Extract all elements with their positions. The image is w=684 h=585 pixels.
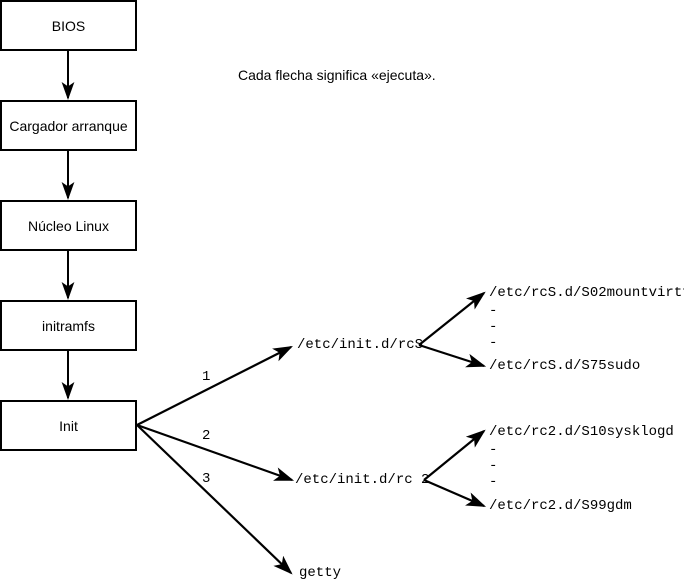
box-kernel-label: Núcleo Linux: [28, 217, 109, 234]
arrow-rc2-to-first-script: [423, 429, 486, 481]
rc2-ellipsis-dash-2: -: [489, 458, 498, 474]
box-initramfs: initramfs: [0, 300, 137, 351]
arrow-init-to-getty: [136, 424, 293, 575]
label-rc2-first-script: /etc/rc2.d/S10sysklogd: [489, 424, 674, 440]
label-rc2-last-script: /etc/rc2.d/S99gdm: [489, 498, 632, 514]
label-init-d-rcs: /etc/init.d/rcS: [297, 337, 424, 353]
box-bootloader: Cargador arranque: [0, 100, 137, 151]
box-initramfs-label: initramfs: [42, 317, 95, 334]
box-bios-label: BIOS: [51, 17, 86, 34]
box-bootloader-label: Cargador arranque: [9, 117, 128, 134]
arrow-rcs-to-first-script: [418, 291, 486, 346]
branch-number-3: 3: [202, 471, 211, 487]
box-init: Init: [0, 400, 137, 451]
arrow-rcs-to-last-script: [418, 343, 487, 368]
box-bios: BIOS: [0, 0, 137, 51]
rc2-ellipsis-dash-3: -: [489, 474, 498, 490]
rc2-ellipsis-dash-1: -: [489, 442, 498, 458]
branch-number-2: 2: [202, 428, 211, 444]
rcs-ellipsis-dash-1: -: [489, 303, 498, 319]
arrow-rc2-to-last-script: [423, 478, 487, 508]
arrow-init-to-rc2: [136, 423, 295, 482]
box-kernel: Núcleo Linux: [0, 200, 137, 251]
label-rcs-first-script: /etc/rcS.d/S02mountvirtfs: [489, 285, 684, 301]
arrow-init-to-rcs: [136, 346, 293, 426]
label-getty: getty: [299, 565, 342, 581]
box-init-label: Init: [59, 417, 78, 434]
rcs-ellipsis-dash-2: -: [489, 319, 498, 335]
branch-number-1: 1: [202, 369, 211, 385]
rcs-ellipsis-dash-3: -: [489, 335, 498, 351]
label-rcs-last-script: /etc/rcS.d/S75sudo: [489, 358, 641, 374]
label-init-d-rc-2: /etc/init.d/rc 2: [295, 472, 430, 488]
diagram-caption: Cada flecha significa «ejecuta».: [238, 67, 436, 83]
